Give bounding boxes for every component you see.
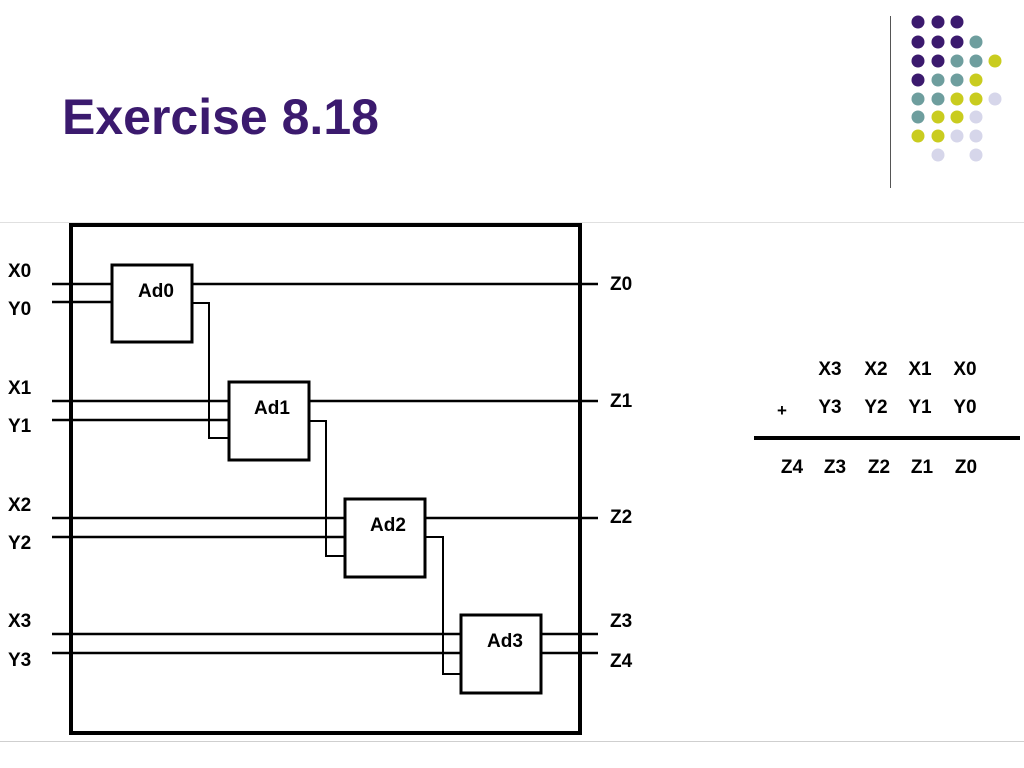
decorative-dot [911, 129, 925, 143]
decorative-dot [931, 35, 945, 49]
adder-block-0 [110, 263, 194, 344]
sum-z0: Z0 [955, 457, 977, 478]
decorative-dot [950, 35, 964, 49]
input-label-x1: X1 [8, 378, 32, 399]
addend-y0: Y0 [953, 397, 976, 418]
addend-x0: X0 [953, 359, 976, 380]
decorative-dot [931, 110, 945, 124]
adder-label-3: Ad3 [487, 631, 523, 652]
input-label-y0: Y0 [8, 299, 31, 320]
ripple-carry-adder-diagram: Ad0 Ad1 Ad2 Ad3 X0 Y0 X1 Y1 X2 Y2 X3 Y3 … [8, 223, 1020, 735]
decorative-dot [911, 35, 925, 49]
addend-x3: X3 [818, 359, 841, 380]
output-label-z3: Z3 [610, 611, 632, 632]
decorative-dot [988, 92, 1002, 106]
decorative-dot [969, 73, 983, 87]
decorative-dot [931, 92, 945, 106]
decorative-dot [931, 54, 945, 68]
output-label-z4: Z4 [610, 651, 633, 672]
sum-z1: Z1 [911, 457, 934, 478]
output-label-z1: Z1 [610, 391, 633, 412]
decorative-dot [911, 92, 925, 106]
adder-block-2 [343, 497, 427, 579]
decorative-dot [950, 15, 964, 29]
addend-x1: X1 [908, 359, 932, 380]
decorative-dot [950, 73, 964, 87]
decorative-dot [931, 15, 945, 29]
decorative-dot [950, 54, 964, 68]
addend-y1: Y1 [908, 397, 932, 418]
decorative-dot [969, 110, 983, 124]
input-label-y1: Y1 [8, 416, 32, 437]
decorative-dot [969, 129, 983, 143]
adder-label-1: Ad1 [254, 398, 290, 419]
output-label-z2: Z2 [610, 507, 632, 528]
sum-z2: Z2 [868, 457, 890, 478]
decorative-dot [950, 110, 964, 124]
decorative-dot [988, 54, 1002, 68]
decorative-dot [931, 148, 945, 162]
decorative-dot-grid [911, 15, 1002, 162]
adder-label-0: Ad0 [138, 281, 174, 302]
diagram-panel: Ad0 Ad1 Ad2 Ad3 X0 Y0 X1 Y1 X2 Y2 X3 Y3 … [0, 222, 1024, 742]
sum-z4: Z4 [781, 457, 804, 478]
sum-z3: Z3 [824, 457, 846, 478]
decorative-dot [911, 54, 925, 68]
input-label-y3: Y3 [8, 650, 31, 671]
adder-block-3 [459, 613, 543, 695]
slide-title: Exercise 8.18 [62, 89, 379, 145]
output-label-z0: Z0 [610, 274, 632, 295]
decorative-dot [911, 73, 925, 87]
addend-x2: X2 [864, 359, 887, 380]
addend-y2: Y2 [864, 397, 887, 418]
title-divider-line [890, 16, 891, 188]
decorative-dot [969, 35, 983, 49]
decorative-dot [950, 92, 964, 106]
decorative-dot [969, 148, 983, 162]
decorative-dot [931, 73, 945, 87]
decorative-dot [950, 129, 964, 143]
input-label-x0: X0 [8, 261, 31, 282]
carry-wire-2 [425, 536, 461, 675]
input-label-y2: Y2 [8, 533, 31, 554]
input-label-x3: X3 [8, 611, 31, 632]
decorative-dot [931, 129, 945, 143]
adder-label-2: Ad2 [370, 515, 406, 536]
binary-addition-table: X3 X2 X1 X0 + Y3 Y2 Y1 Y0 Z4 Z3 Z2 Z1 Z0 [754, 359, 1020, 478]
carry-wire-0 [192, 302, 229, 439]
plus-sign: + [777, 401, 787, 420]
adder-block-1 [227, 380, 311, 462]
decorative-dot [969, 92, 983, 106]
decorative-dot [911, 15, 925, 29]
decorative-dot [969, 54, 983, 68]
carry-wire-1 [309, 420, 345, 557]
circuit-boundary-box [69, 223, 582, 735]
addend-y3: Y3 [818, 397, 841, 418]
decorative-dot [911, 110, 925, 124]
input-label-x2: X2 [8, 495, 31, 516]
